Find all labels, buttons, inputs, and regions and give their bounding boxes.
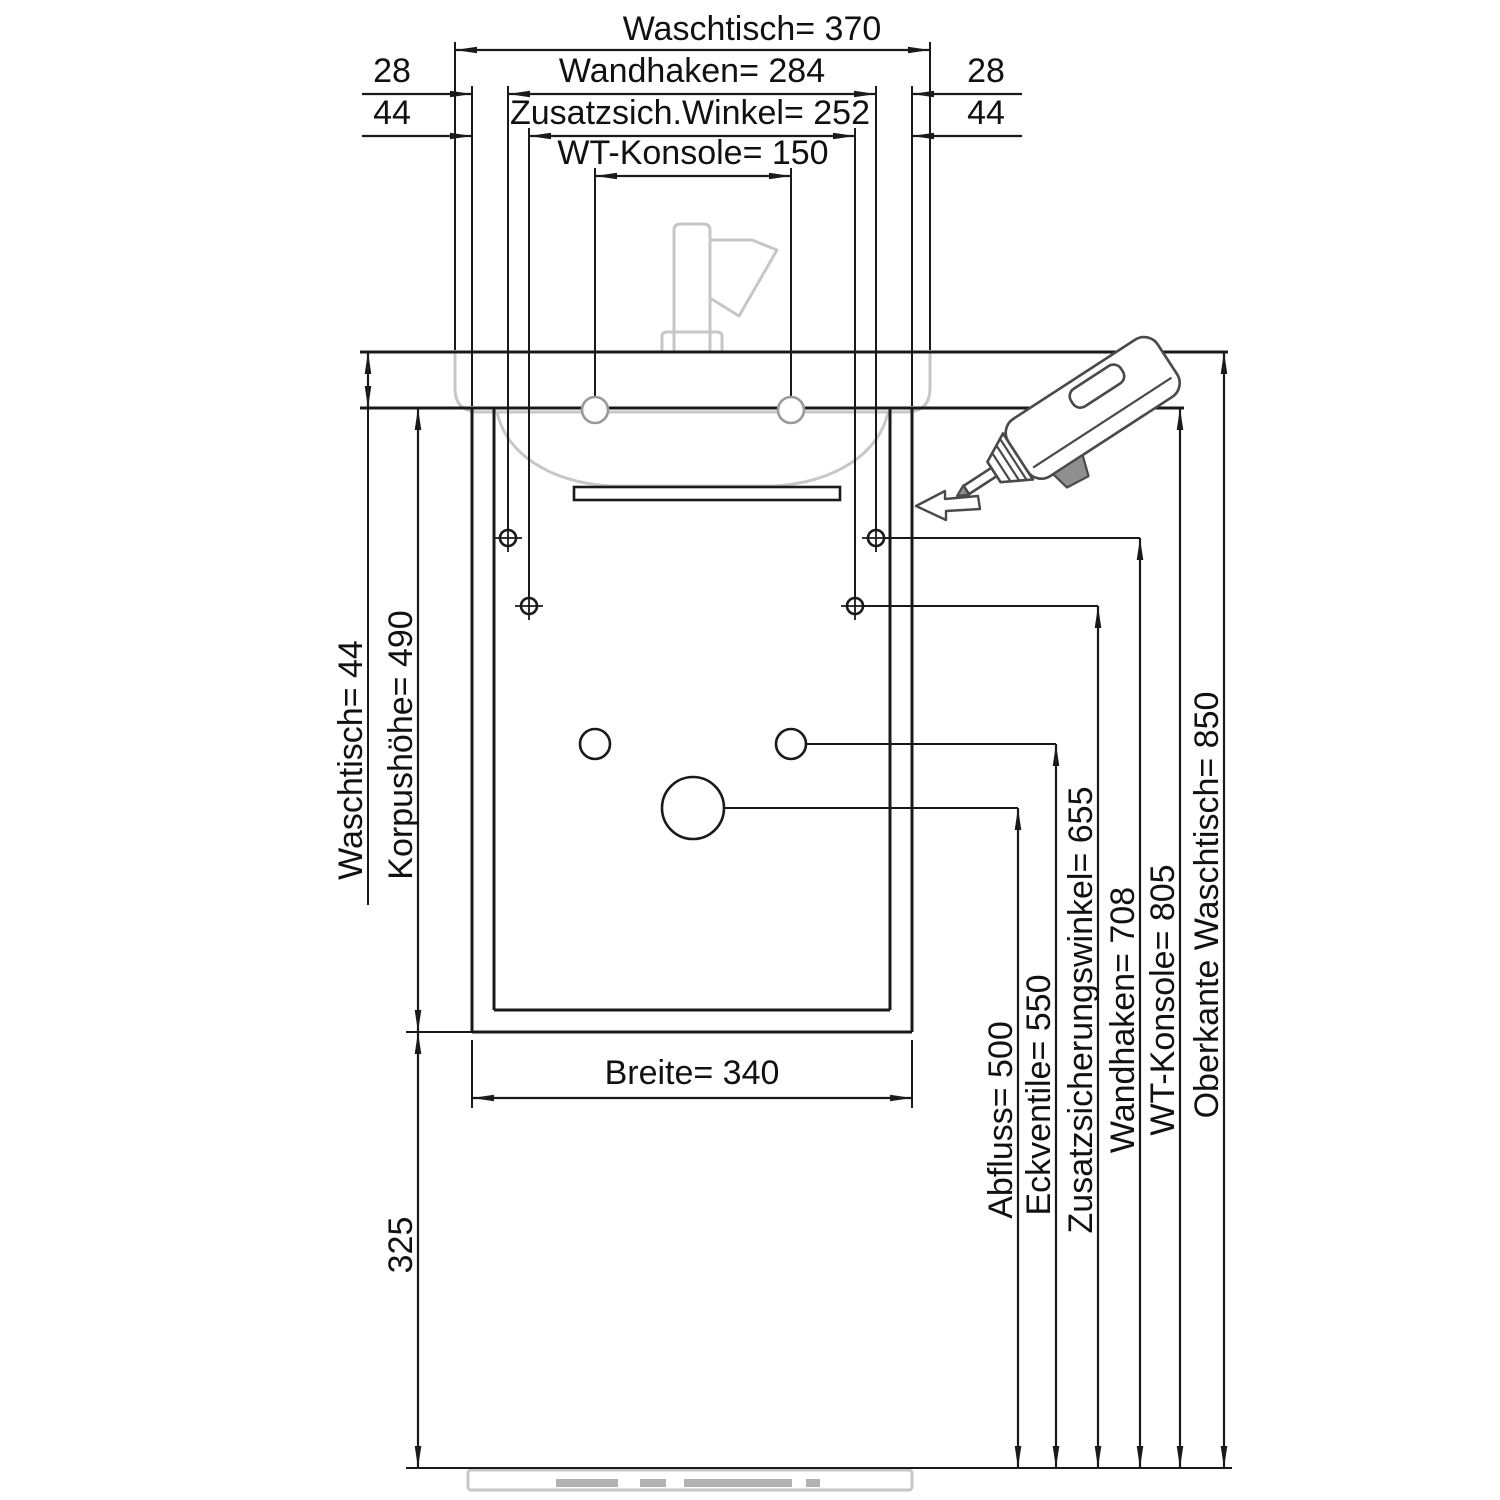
dim-bottom-clearance: 325 [382,1032,422,1468]
faucet-spout [709,238,779,318]
wt-konsole-circle-left [580,395,610,425]
dim-bottom-clearance-label: 325 [382,1217,420,1274]
eckventil-circle-left [578,727,612,761]
floor-marking [640,1479,666,1487]
dim-breite: Breite= 340 [472,1054,912,1102]
drill-bit [962,466,999,496]
dim-wt-konsole-height-label: WT-Konsole= 805 [1144,864,1182,1135]
dim-waschtisch-thickness-label: Waschtisch= 44 [332,640,370,880]
eckventil-circle-right [774,727,808,761]
drill-handle-slot [1068,363,1126,410]
dim-korpus-height-label: Korpushöhe= 490 [382,610,420,879]
floor-marking [684,1479,792,1487]
dim-waschtisch-width-label: Waschtisch= 370 [623,10,882,48]
dim-wt-konsole-height: WT-Konsole= 805 [1144,408,1184,1468]
drill-chuck [986,432,1035,484]
dim-offset-28-right-label: 28 [967,52,1005,90]
floor-marking [806,1479,820,1487]
dim-offset-44-left-label: 44 [373,94,411,132]
cabinet-outline [470,408,914,1034]
dim-zusatzsicherungswinkel-label: Zusatzsicherungswinkel= 655 [1062,787,1100,1234]
washbasin-bowl-outline [495,411,890,488]
dim-zusatzwinkel-width-label: Zusatzsich.Winkel= 252 [510,94,870,132]
faucet-pillar [672,222,712,352]
dim-wt-konsole-width: WT-Konsole= 150 [557,134,829,180]
dim-waschtisch-width: Waschtisch= 370 [455,10,930,54]
dim-wandhaken-width: 28 Wandhaken= 284 28 [362,52,1022,98]
insertion-direction-arrow-icon [914,489,982,522]
faucet-base [660,330,724,352]
dim-eckventile-label: Eckventile= 550 [1020,975,1058,1216]
dim-eckventile: Eckventile= 550 [1020,744,1060,1468]
dim-korpus-height: Korpushöhe= 490 [382,408,422,1032]
dim-abfluss: Abfluss= 500 [982,808,1022,1468]
extension-lines [406,42,1232,1469]
dim-abfluss-label: Abfluss= 500 [982,1021,1020,1219]
dim-wandhaken-width-label: Wandhaken= 284 [559,52,825,90]
zusatzwinkel-mount-holes [515,592,869,620]
dim-wt-konsole-width-label: WT-Konsole= 150 [557,134,828,172]
dim-zusatzsicherungswinkel: Zusatzsicherungswinkel= 655 [1062,606,1102,1468]
dim-offset-28-left-label: 28 [373,52,411,90]
cabinet-handle-slot [572,485,842,502]
wandhaken-mount-holes [494,524,890,552]
floor-strip [466,1468,914,1492]
drill-tool-illustration [955,335,1182,498]
dim-offset-44-right-label: 44 [967,94,1005,132]
abfluss-circle [660,775,726,841]
dim-oberkante-waschtisch: Oberkante Waschtisch= 850 [1188,352,1228,1468]
faucet-outline [660,222,779,352]
washbasin-rim-outline [453,352,932,414]
drill-trigger [1052,453,1090,489]
wt-konsole-mount-circles [580,395,806,425]
dim-wandhaken-height-label: Wandhaken= 708 [1104,887,1142,1153]
reference-washbasin [453,352,932,488]
wt-konsole-circle-right [776,395,806,425]
valve-and-drain-openings [578,727,808,841]
drill-body [1004,335,1182,481]
floor-marking [556,1479,618,1487]
dim-breite-label: Breite= 340 [605,1054,780,1092]
dim-wandhaken-height: Wandhaken= 708 [1104,538,1144,1468]
floor-outline [466,1468,914,1492]
dim-zusatzwinkel-width: 44 Zusatzsich.Winkel= 252 44 [362,94,1022,140]
dim-waschtisch-thickness: Waschtisch= 44 [332,352,372,905]
dim-oberkante-waschtisch-label: Oberkante Waschtisch= 850 [1188,692,1226,1119]
